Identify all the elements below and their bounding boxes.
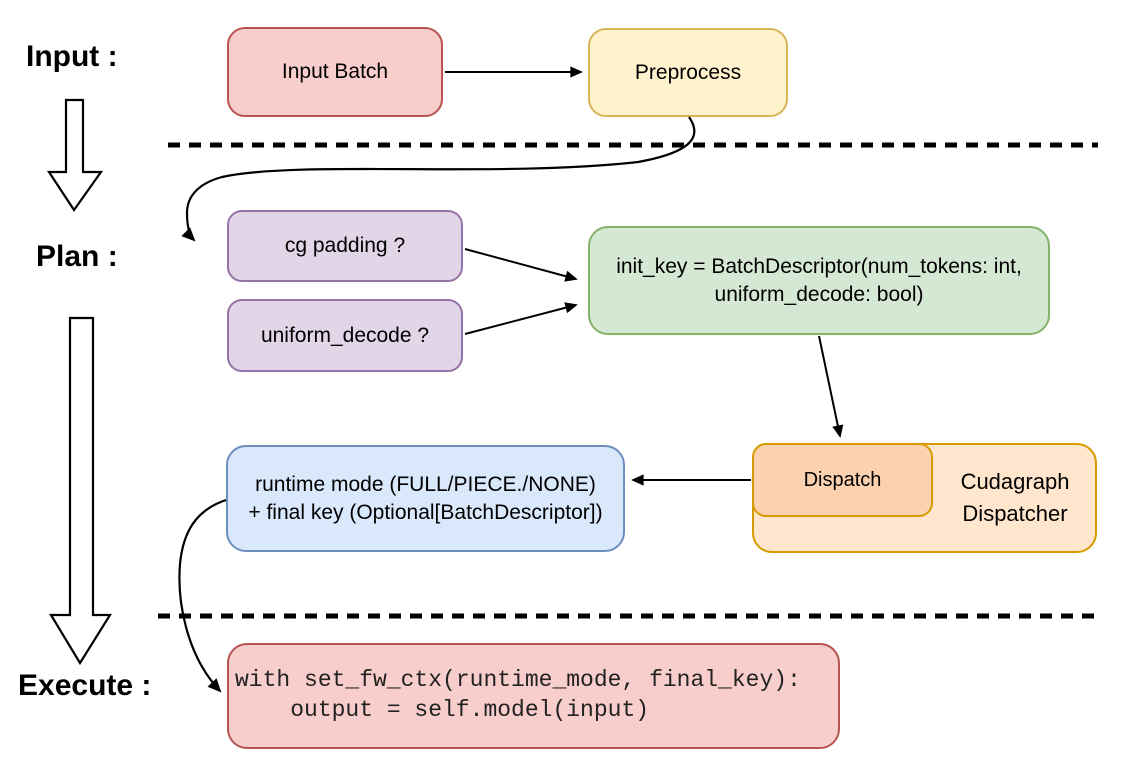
init-key-line1: init_key = BatchDescriptor(num_tokens: i… [616,255,1022,279]
init-key-node: init_key = BatchDescriptor(num_tokens: i… [588,226,1050,335]
uniform-decode-label: uniform_decode ? [260,323,430,347]
uniform-decode-node: uniform_decode ? [227,299,463,372]
runtime-mode-node: runtime mode (FULL/PIECE./NONE) + final … [226,445,625,552]
dispatch-label: Dispatch [803,469,882,491]
input-down-arrow-icon [46,98,104,212]
execute-code-line2: output = self.model(input) [235,697,650,723]
edge-initkey-dispatch [818,335,844,438]
plan-to-execute-down-arrow-icon [49,316,112,666]
section-label-input: Input : [26,40,118,73]
cg-padding-label: cg padding ? [284,234,406,258]
init-key-line2: uniform_decode: bool) [714,282,924,306]
edge-runtimemode-executecode-curve [178,498,227,693]
input-batch-label: Input Batch [281,60,389,84]
preprocess-label: Preprocess [634,60,742,84]
edge-cgpadding-initkey [464,248,578,282]
preprocess-node: Preprocess [588,28,788,117]
section-label-plan: Plan : [36,240,118,273]
input-batch-node: Input Batch [227,27,443,117]
cudagraph-dispatcher-label: Cudagraph Dispatcher [933,443,1097,553]
cudagraph-dispatcher-line1: Cudagraph [960,469,1070,495]
cg-padding-node: cg padding ? [227,210,463,282]
edge-uniformdecode-initkey [464,302,578,335]
execute-code-node: with set_fw_ctx(runtime_mode, final_key)… [227,643,840,749]
dispatch-node: Dispatch [752,443,933,517]
execute-code-line1: with set_fw_ctx(runtime_mode, final_key)… [235,667,801,694]
runtime-mode-line1: runtime mode (FULL/PIECE./NONE) [255,473,596,497]
section-label-execute: Execute : [18,669,152,702]
runtime-mode-line2: + final key (Optional[BatchDescriptor]) [248,500,603,524]
cudagraph-dispatcher-line2: Dispatcher [962,501,1068,526]
